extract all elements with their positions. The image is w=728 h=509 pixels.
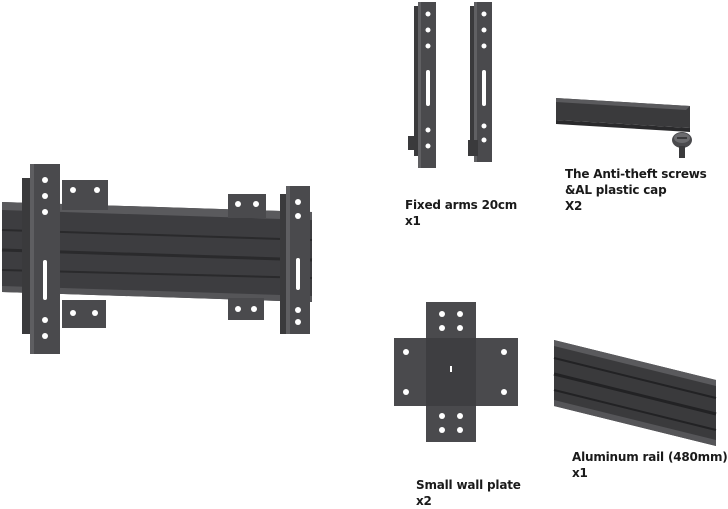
- fixed-arms-caption: Fixed arms 20cm x1: [405, 197, 517, 229]
- caption-line: X2: [565, 199, 583, 213]
- anti-theft-screws-cap-image: [556, 98, 692, 158]
- caption-line: Aluminum rail (480mm): [572, 450, 728, 464]
- small-wall-plate-caption: Small wall plate x2: [416, 477, 521, 509]
- caption-line: x1: [572, 466, 588, 480]
- anti-theft-screws-caption: The Anti-theft screws &AL plastic cap X2: [565, 166, 707, 214]
- caption-line: Fixed arms 20cm: [405, 198, 518, 212]
- caption-line: x1: [405, 214, 421, 228]
- caption-line: x2: [416, 494, 432, 508]
- aluminum-rail-image: [553, 340, 717, 446]
- caption-line: The Anti-theft screws: [565, 167, 707, 181]
- small-wall-plate-image: [394, 302, 518, 442]
- aluminum-rail-caption: Aluminum rail (480mm) x1: [572, 449, 728, 481]
- fixed-arms-image: [408, 2, 492, 168]
- assembled-mount-image: [1, 164, 313, 354]
- caption-line: &AL plastic cap: [565, 183, 667, 197]
- caption-line: Small wall plate: [416, 478, 521, 492]
